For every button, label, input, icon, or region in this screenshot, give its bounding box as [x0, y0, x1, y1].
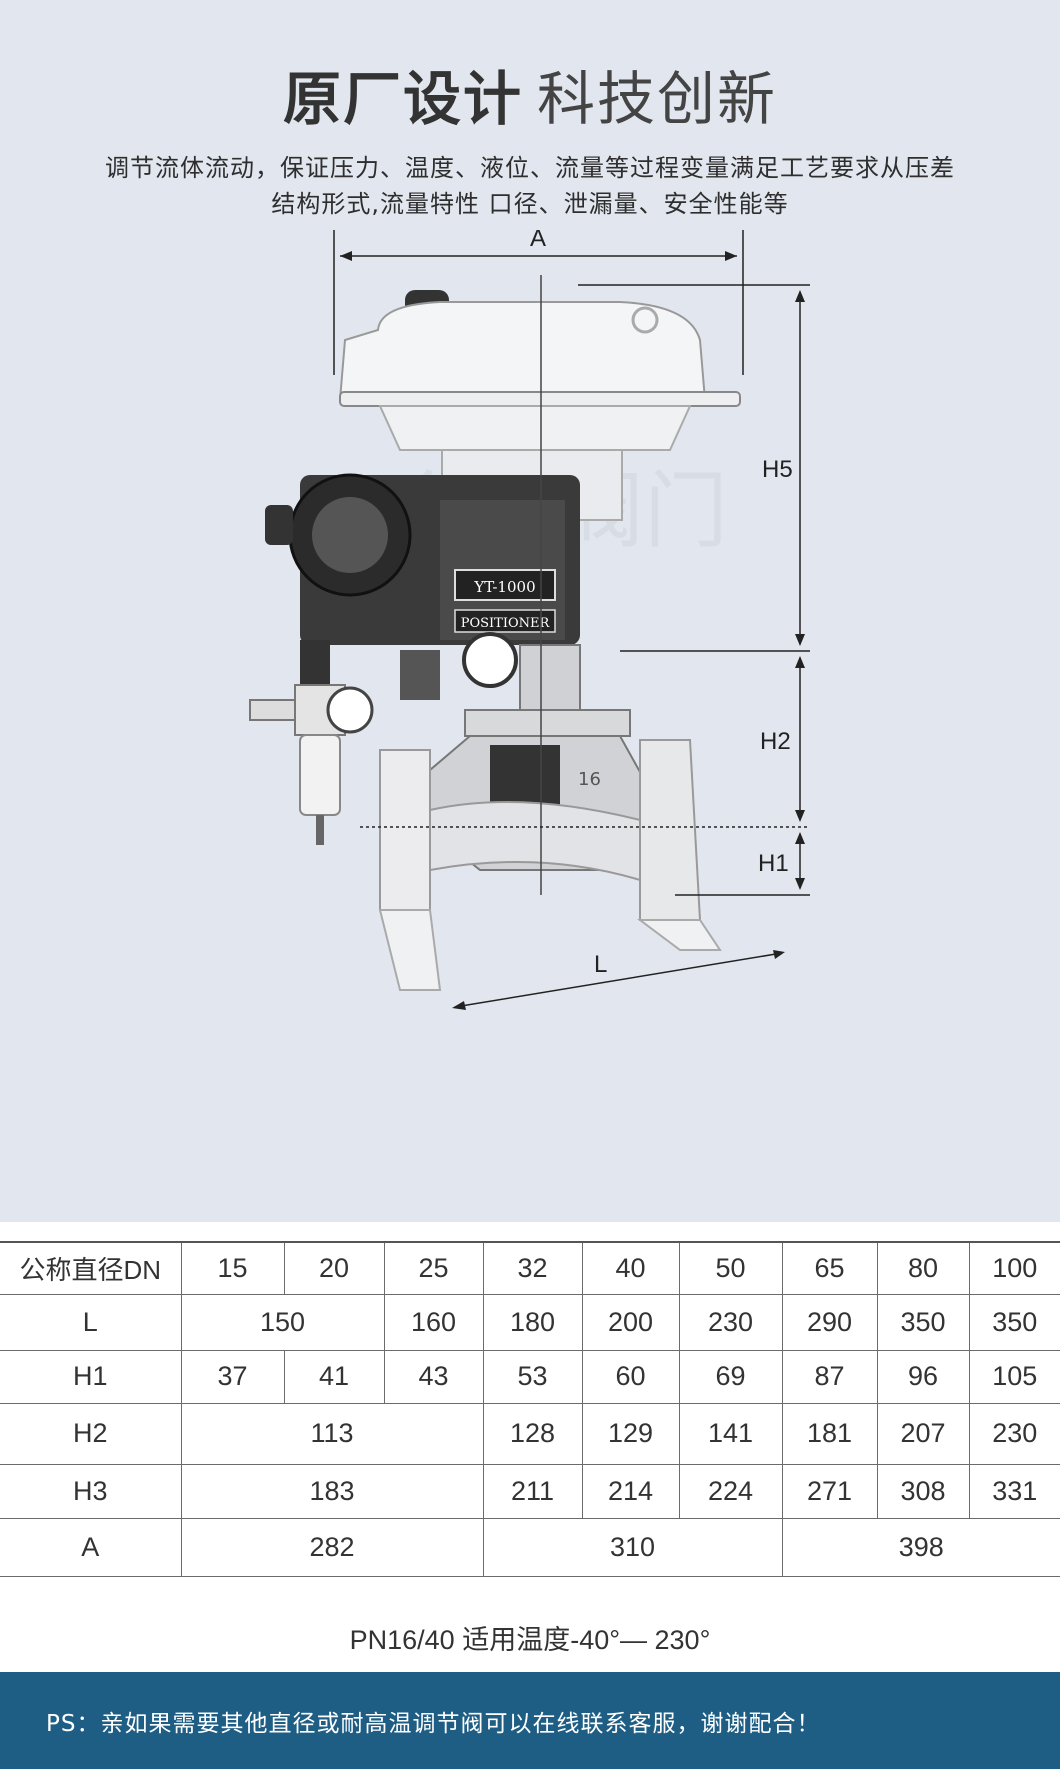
label-h5: H5	[762, 456, 793, 483]
table-cell: 100	[968, 1241, 1060, 1295]
table-cell: 183	[180, 1463, 484, 1519]
row-label: H1	[0, 1349, 182, 1404]
table-cell: 350	[968, 1293, 1060, 1351]
subtitle: 调节流体流动，保证压力、温度、液位、流量等过程变量满足工艺要求从压差 结构形式,…	[40, 150, 1020, 222]
table-cell: 350	[876, 1293, 970, 1351]
row-label: H3	[0, 1463, 182, 1519]
table-row-a: A 282 310 398	[0, 1517, 1060, 1577]
footer-text: PS：亲如果需要其他直径或耐高温调节阀可以在线联系客服，谢谢配合！	[46, 1711, 821, 1737]
table-cell: 53	[482, 1349, 583, 1404]
row-label: A	[0, 1517, 182, 1577]
label-l: L	[594, 951, 607, 978]
table-cell: 150	[180, 1293, 385, 1351]
filter-regulator-icon	[249, 632, 518, 845]
valve-dimension-drawing: 台臣阀门 YT-1000 POSITIONER	[249, 230, 810, 1010]
row-label: L	[0, 1293, 182, 1351]
positioner-label: POSITIONER	[461, 616, 551, 631]
table-cell: 200	[581, 1293, 680, 1351]
table-cell: 20	[283, 1241, 385, 1295]
table-cell: 128	[482, 1402, 583, 1465]
table-cell: 141	[678, 1402, 783, 1465]
dimension-h2: H2	[360, 656, 810, 828]
table-cell: 96	[876, 1349, 970, 1404]
title-light: 科技创新	[537, 65, 778, 133]
table-cell: 207	[876, 1402, 970, 1465]
row-label: 公称直径DN	[0, 1241, 182, 1295]
table-row-dn: 公称直径DN 15 20 25 32 40 50 65 80 100	[0, 1241, 1060, 1295]
dimension-a: A	[333, 230, 744, 375]
page-title: 原厂设计科技创新	[0, 52, 1060, 136]
positioner-icon: YT-1000 POSITIONER	[265, 473, 580, 645]
valve-body-icon: 16	[378, 644, 722, 991]
table-cell: 65	[781, 1241, 878, 1295]
table-cell: 129	[581, 1402, 680, 1465]
title-bold: 原厂设计	[282, 65, 523, 133]
table-cell: 308	[876, 1463, 970, 1519]
label-h1: H1	[758, 850, 789, 877]
table-cell: 87	[781, 1349, 878, 1404]
table-row-h1: H1 37 41 43 53 60 69 87 96 105	[0, 1349, 1060, 1404]
table-cell: 32	[482, 1241, 583, 1295]
table-cell: 398	[781, 1517, 1060, 1577]
table-cell: 41	[283, 1349, 385, 1404]
subtitle-line-2: 结构形式,流量特性 口径、泄漏量、安全性能等	[271, 190, 789, 218]
table-cell: 15	[180, 1241, 285, 1295]
table-cell: 224	[678, 1463, 783, 1519]
table-cell: 282	[180, 1517, 484, 1577]
table-cell: 214	[581, 1463, 680, 1519]
table-cell: 105	[968, 1349, 1060, 1404]
table-cell: 211	[482, 1463, 583, 1519]
dimension-table: 公称直径DN 15 20 25 32 40 50 65 80 100 L 150…	[0, 1241, 1060, 1577]
table-row-h3: H3 183 211 214 224 271 308 331	[0, 1463, 1060, 1519]
table-cell: 160	[383, 1293, 484, 1351]
table-cell: 230	[678, 1293, 783, 1351]
positioner-model: YT-1000	[473, 578, 535, 596]
table-row-l: L 150 160 180 200 230 290 350 350	[0, 1293, 1060, 1351]
table-cell: 113	[180, 1402, 484, 1465]
label-a: A	[530, 230, 546, 252]
dimension-table-section: 公称直径DN 15 20 25 32 40 50 65 80 100 L 150…	[0, 1222, 1060, 1672]
table-cell: 43	[383, 1349, 484, 1404]
product-banner: 原厂设计科技创新 调节流体流动，保证压力、温度、液位、流量等过程变量满足工艺要求…	[0, 52, 1060, 1010]
pressure-temperature-note: PN16/40 适用温度-40°— 230°	[349, 1625, 711, 1655]
table-row-h2: H2 113 128 129 141 181 207 230	[0, 1402, 1060, 1465]
table-cell: 181	[781, 1402, 878, 1465]
table-cell: 180	[482, 1293, 583, 1351]
table-cell: 331	[968, 1463, 1060, 1519]
footer-banner: PS：亲如果需要其他直径或耐高温调节阀可以在线联系客服，谢谢配合！	[0, 1672, 1060, 1769]
dimension-l: L	[452, 950, 785, 1010]
table-cell: 25	[383, 1241, 484, 1295]
table-cell: 80	[876, 1241, 970, 1295]
row-label: H2	[0, 1402, 182, 1465]
table-cell: 310	[482, 1517, 783, 1577]
body-mark: 16	[578, 769, 601, 790]
table-cell: 230	[968, 1402, 1060, 1465]
table-cell: 271	[781, 1463, 878, 1519]
table-cell: 60	[581, 1349, 680, 1404]
label-h2: H2	[760, 728, 791, 755]
table-cell: 37	[180, 1349, 285, 1404]
dimension-h1: H1	[675, 832, 810, 896]
table-cell: 290	[781, 1293, 878, 1351]
subtitle-line-1: 调节流体流动，保证压力、温度、液位、流量等过程变量满足工艺要求从压差	[105, 154, 955, 182]
table-cell: 69	[678, 1349, 783, 1404]
dimension-h5: H5	[578, 284, 810, 652]
table-cell: 50	[678, 1241, 783, 1295]
table-cell: 40	[581, 1241, 680, 1295]
